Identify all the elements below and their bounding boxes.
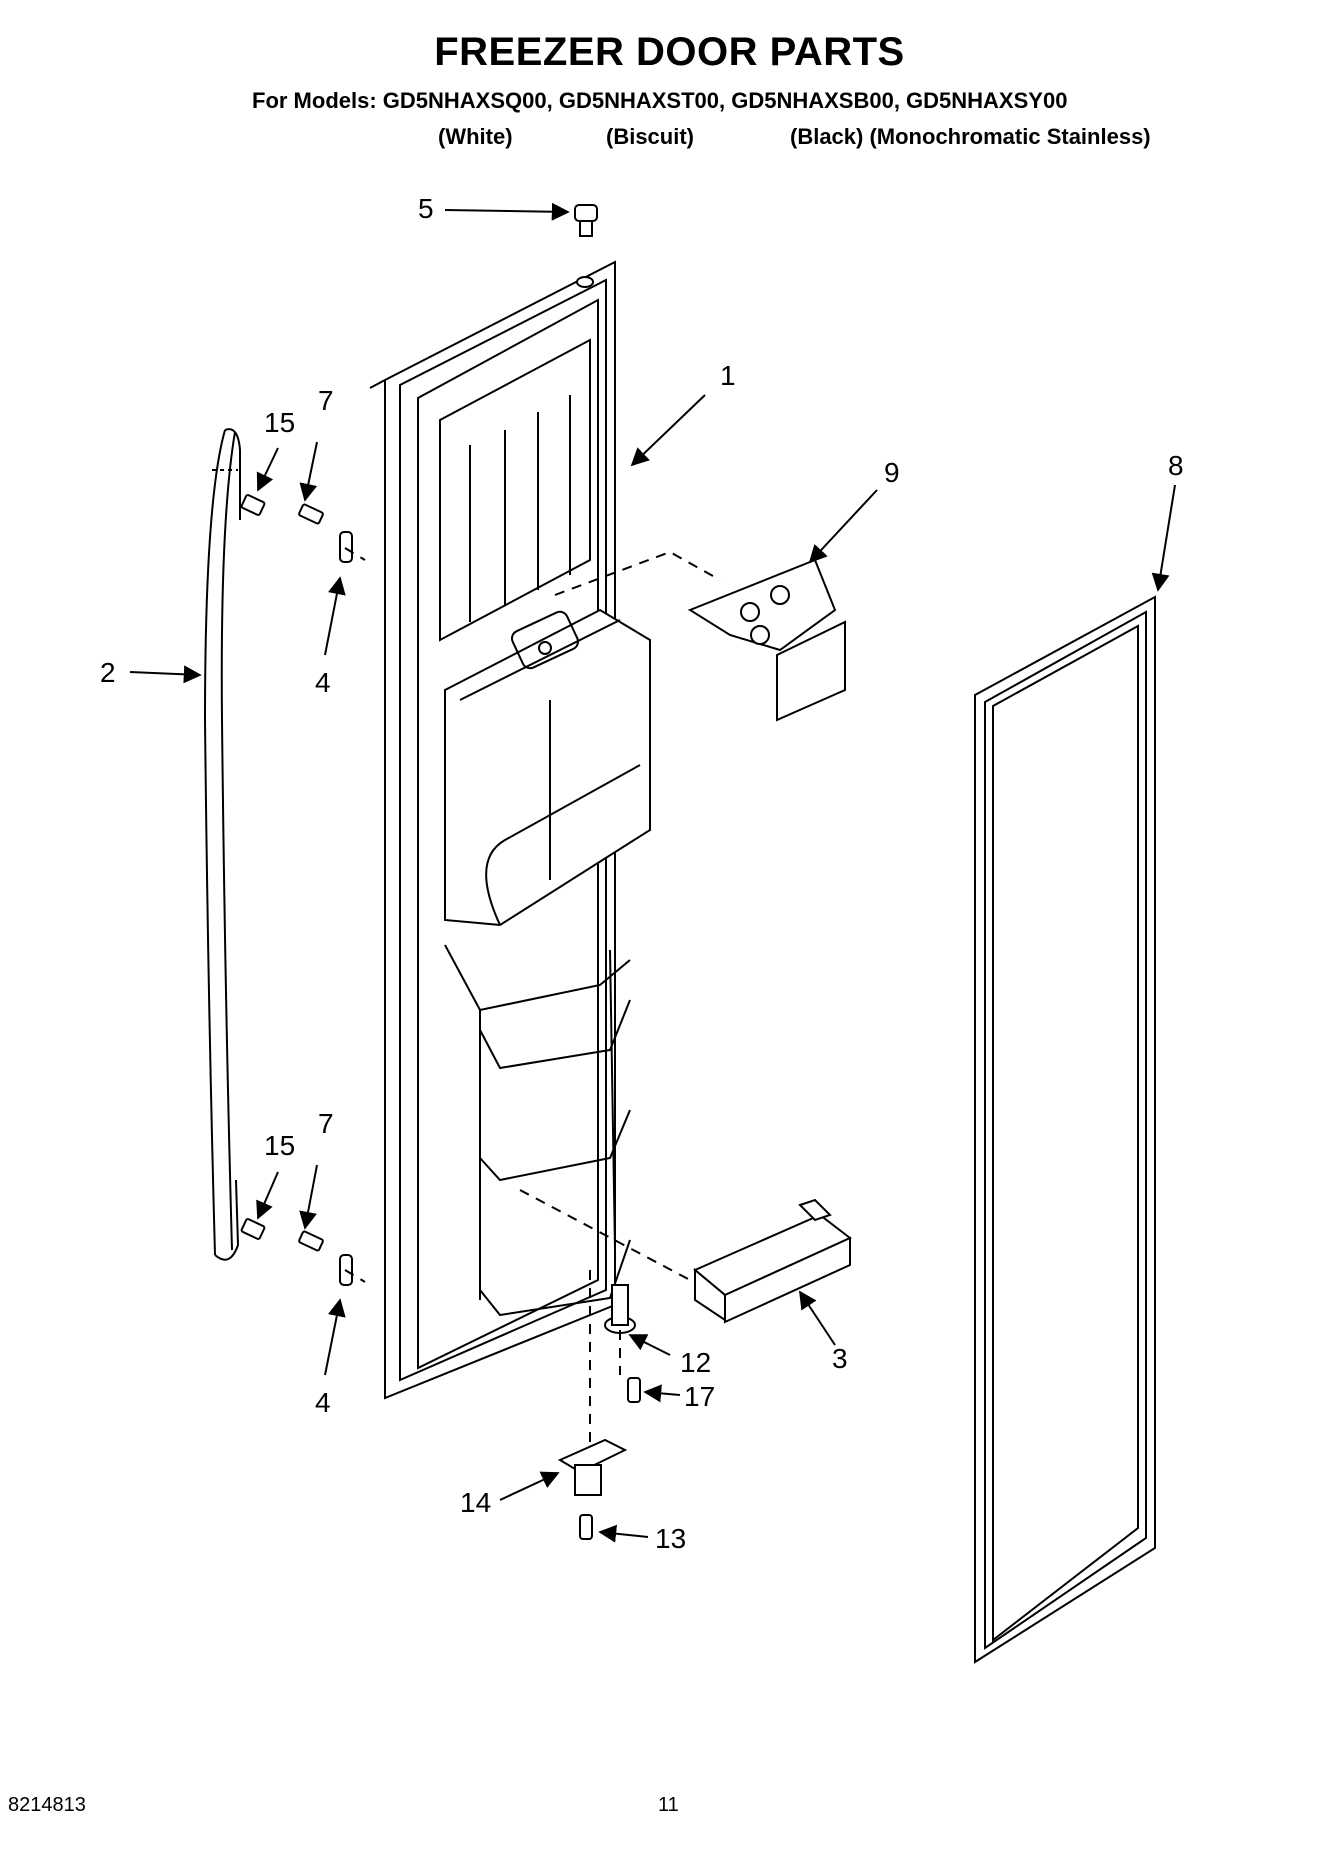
- callout-15-lower: 15: [264, 1130, 295, 1161]
- callout-15-upper: 15: [264, 407, 295, 438]
- leader-arrows: [129, 202, 1176, 1543]
- variant-black-stainless: (Black) (Monochromatic Stainless): [790, 124, 1151, 149]
- callout-17: 17: [684, 1381, 715, 1412]
- page-number: 11: [658, 1794, 679, 1816]
- dispenser-bracket: [687, 558, 846, 722]
- callout-8: 8: [1168, 450, 1184, 481]
- assembly-lines: [344, 547, 721, 1445]
- models-line: For Models: GD5NHAXSQ00, GD5NHAXST00, GD…: [252, 88, 1068, 113]
- callout-4-upper: 4: [315, 667, 331, 698]
- callout-14: 14: [460, 1487, 491, 1518]
- callout-7-lower: 7: [318, 1108, 334, 1139]
- callout-3: 3: [832, 1343, 848, 1374]
- hinge-screws: [579, 1377, 641, 1540]
- door-gasket: [974, 595, 1156, 1664]
- callout-13: 13: [655, 1523, 686, 1554]
- page-title: FREEZER DOOR PARTS: [434, 30, 905, 74]
- callout-12: 12: [680, 1347, 711, 1378]
- callout-4-lower: 4: [315, 1387, 331, 1418]
- variant-biscuit: (Biscuit): [606, 124, 694, 149]
- top-hinge-bushing: [574, 204, 598, 288]
- door-handle: [203, 428, 241, 1261]
- callout-9: 9: [884, 457, 900, 488]
- callout-5: 5: [418, 193, 434, 224]
- upper-fasteners: [240, 494, 353, 563]
- freezer-door-liner: [369, 260, 651, 1400]
- callout-2: 2: [100, 657, 116, 688]
- callout-1: 1: [720, 360, 736, 391]
- variant-white: (White): [438, 124, 513, 149]
- document-number: 8214813: [8, 1794, 86, 1816]
- lower-fasteners: [240, 1218, 353, 1286]
- bottom-hinge-bracket: [557, 1438, 628, 1496]
- callout-7-upper: 7: [318, 385, 334, 416]
- door-shelf-bin: [693, 1198, 852, 1324]
